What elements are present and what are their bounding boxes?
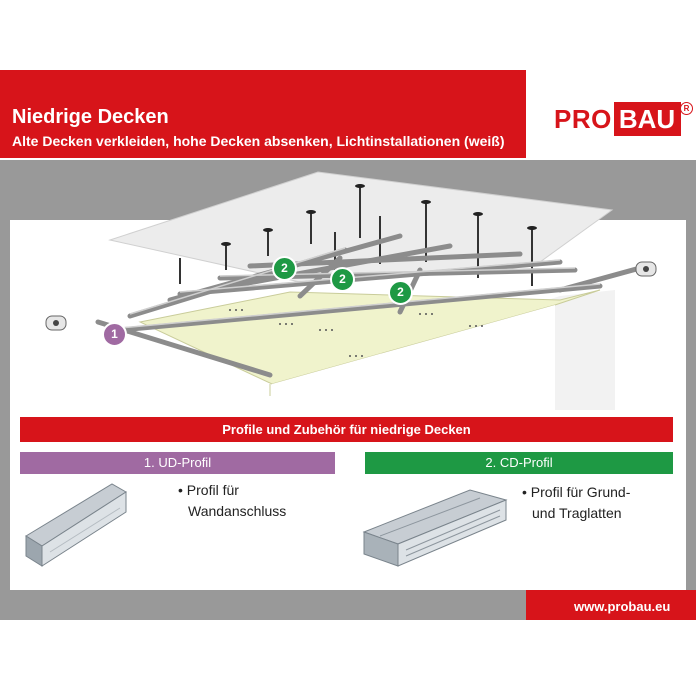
footer-url-box xyxy=(526,590,696,620)
probau-logo: PRO BAU R xyxy=(554,100,693,138)
ud-profile-description: • Profil für Wandanschluss xyxy=(178,480,286,522)
ud-desc-line1: • Profil für xyxy=(178,482,239,498)
cd-profile-image xyxy=(362,489,508,567)
wall-brackets xyxy=(45,261,657,331)
section-title: Profile und Zubehör für niedrige Decken xyxy=(20,417,673,442)
registered-mark-icon: R xyxy=(680,102,693,115)
logo-text-bau: BAU xyxy=(613,102,682,136)
header-banner xyxy=(0,70,526,158)
cd-desc-line1: • Profil für Grund- xyxy=(522,484,631,500)
wall-block xyxy=(548,290,615,410)
callout-badge-1: 1 xyxy=(102,322,127,347)
cd-desc-line2: und Traglatten xyxy=(532,505,622,521)
board-shadow xyxy=(272,305,555,410)
callout-badge-2: 2 xyxy=(272,256,297,281)
footer-bar xyxy=(0,590,526,620)
footer-url[interactable]: www.probau.eu xyxy=(574,599,671,614)
ceiling-diagram xyxy=(45,171,657,410)
cd-profile-description: • Profil für Grund- und Traglatten xyxy=(522,482,630,524)
callout-badge-2: 2 xyxy=(330,267,355,292)
ud-desc-line2: Wandanschluss xyxy=(188,503,287,519)
page-subtitle: Alte Decken verkleiden, hohe Decken abse… xyxy=(12,133,505,149)
ud-profile-tag: 1. UD-Profil xyxy=(20,452,335,474)
logo-text-pro: PRO xyxy=(554,103,612,134)
cd-profile-tag: 2. CD-Profil xyxy=(365,452,673,474)
page-title: Niedrige Decken xyxy=(12,106,169,128)
screw-marks xyxy=(229,309,483,357)
hanger-anchors xyxy=(221,184,537,246)
callout-badge-2: 2 xyxy=(388,280,413,305)
ud-profile-image xyxy=(25,483,127,567)
